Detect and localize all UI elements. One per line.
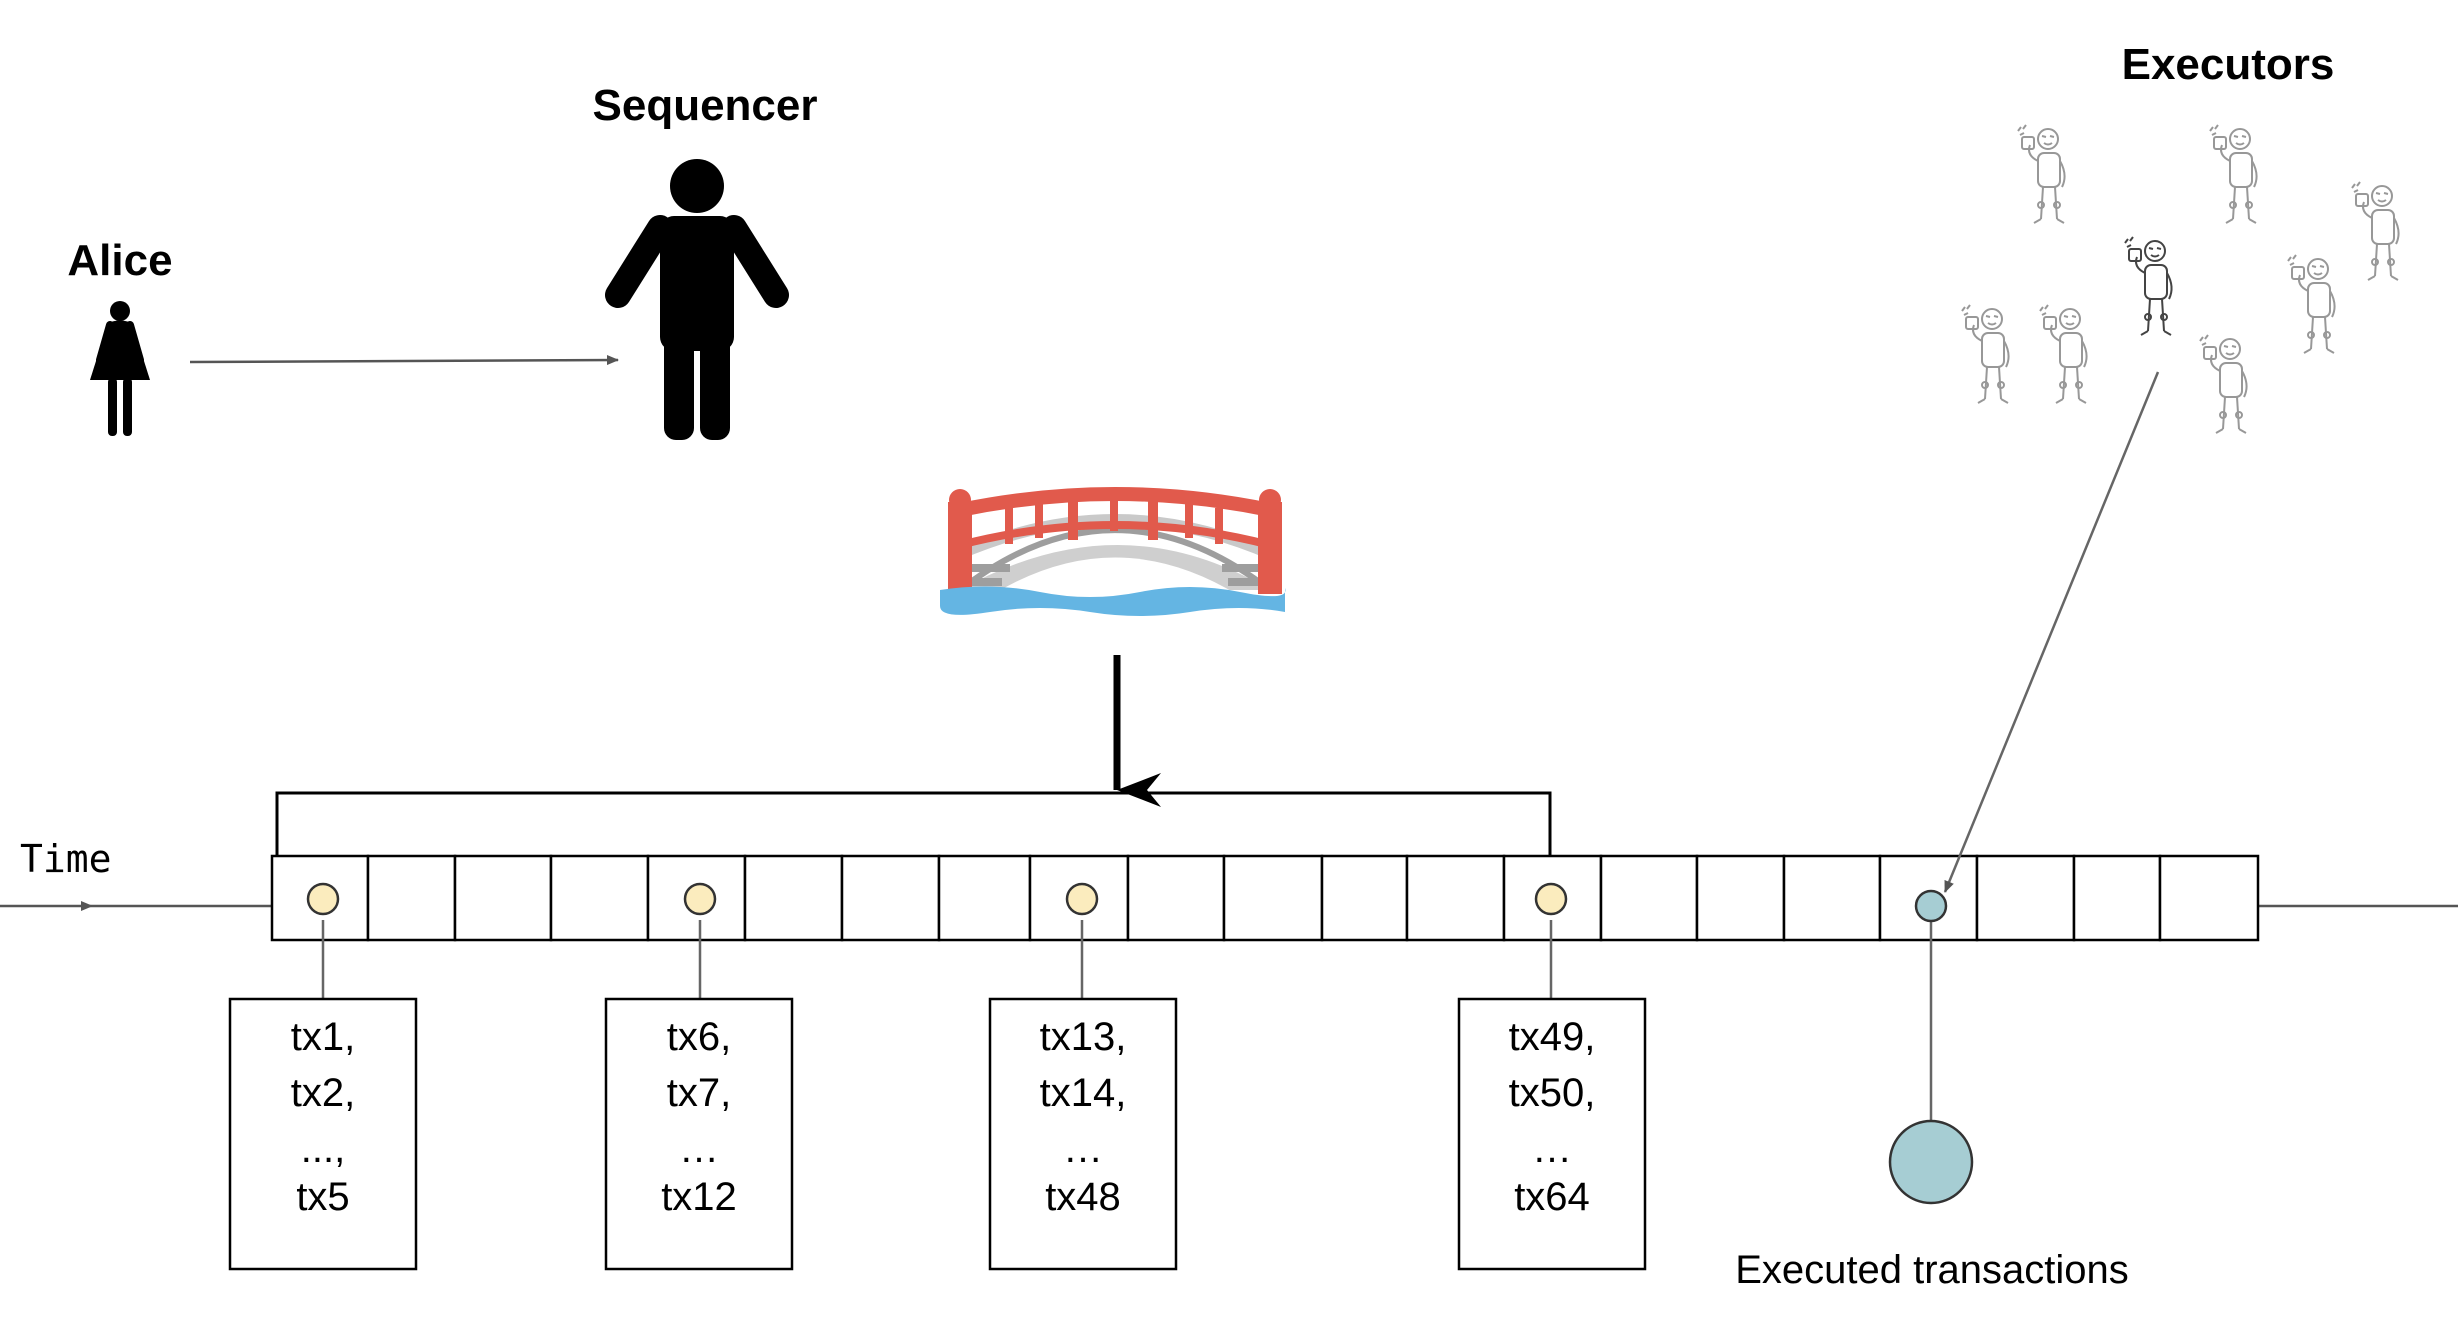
time-slot xyxy=(1782,854,1882,942)
executors-label: Executors xyxy=(2122,40,2335,89)
tx-batch-line: tx2, xyxy=(291,1071,355,1115)
tx-batch-line: tx49, xyxy=(1509,1015,1596,1059)
tx-batch-box xyxy=(1457,997,1647,1271)
time-slot xyxy=(937,854,1032,942)
tx-batch-line: tx6, xyxy=(667,1015,731,1059)
tx-batch-line: ..., xyxy=(301,1127,345,1171)
executed-transactions-label: Executed transactions xyxy=(1735,1248,2129,1292)
time-slot xyxy=(549,854,650,942)
tx-batch-line: tx64 xyxy=(1514,1175,1590,1219)
time-slot xyxy=(2158,854,2260,942)
alice-to-sequencer-arrow xyxy=(189,355,619,366)
time-slot xyxy=(1126,854,1226,942)
batch-bracket xyxy=(275,791,1552,855)
executor-to-slot-arrow xyxy=(1943,371,2160,893)
time-slot xyxy=(1695,854,1786,942)
executed-transactions-marker xyxy=(1888,1119,1974,1205)
time-slot xyxy=(366,854,457,942)
sequencer-label: Sequencer xyxy=(593,81,818,130)
bridge-icon xyxy=(940,487,1286,616)
batch-marker xyxy=(1534,882,1568,916)
executed-slot-marker xyxy=(1914,889,1948,923)
time-slot xyxy=(1028,854,1130,942)
tx-batch-line: … xyxy=(1063,1127,1103,1171)
tx-batch-line: tx50, xyxy=(1509,1071,1596,1115)
tx-batch-box xyxy=(988,997,1178,1271)
tx-batch-line: tx48 xyxy=(1045,1175,1121,1219)
batch-marker xyxy=(1065,882,1099,916)
tx-batch-line: tx12 xyxy=(661,1175,737,1219)
batch-boxes: tx1,tx2,...,tx5tx6,tx7,…tx12tx13,tx14,…t… xyxy=(228,882,1647,1271)
tx-batch-line: tx13, xyxy=(1040,1015,1127,1059)
time-slot xyxy=(2072,854,2162,942)
time-slot xyxy=(1599,854,1699,942)
tx-batch-line: tx7, xyxy=(667,1071,731,1115)
batch-marker xyxy=(683,882,717,916)
tx-batch-line: tx5 xyxy=(296,1175,349,1219)
time-slot xyxy=(1222,854,1324,942)
alice-label: Alice xyxy=(67,236,172,285)
batch-marker xyxy=(306,882,340,916)
woman-icon xyxy=(90,301,150,436)
time-slot xyxy=(1405,854,1506,942)
tx-batch-line: … xyxy=(1532,1127,1572,1171)
time-slot xyxy=(453,854,553,942)
slot-strip xyxy=(270,854,2260,942)
executor-robot-icon xyxy=(1961,124,2400,434)
time-slot xyxy=(743,854,844,942)
tx-batch-line: … xyxy=(679,1127,719,1171)
man-icon xyxy=(605,159,789,440)
time-slot xyxy=(840,854,941,942)
time-label: Time xyxy=(20,837,112,881)
time-slot xyxy=(1320,854,1409,942)
tx-batch-box xyxy=(604,997,794,1271)
tx-batch-line: tx14, xyxy=(1040,1071,1127,1115)
tx-batch-line: tx1, xyxy=(291,1015,355,1059)
tx-batch-box xyxy=(228,997,418,1271)
time-slot xyxy=(1975,854,2076,942)
